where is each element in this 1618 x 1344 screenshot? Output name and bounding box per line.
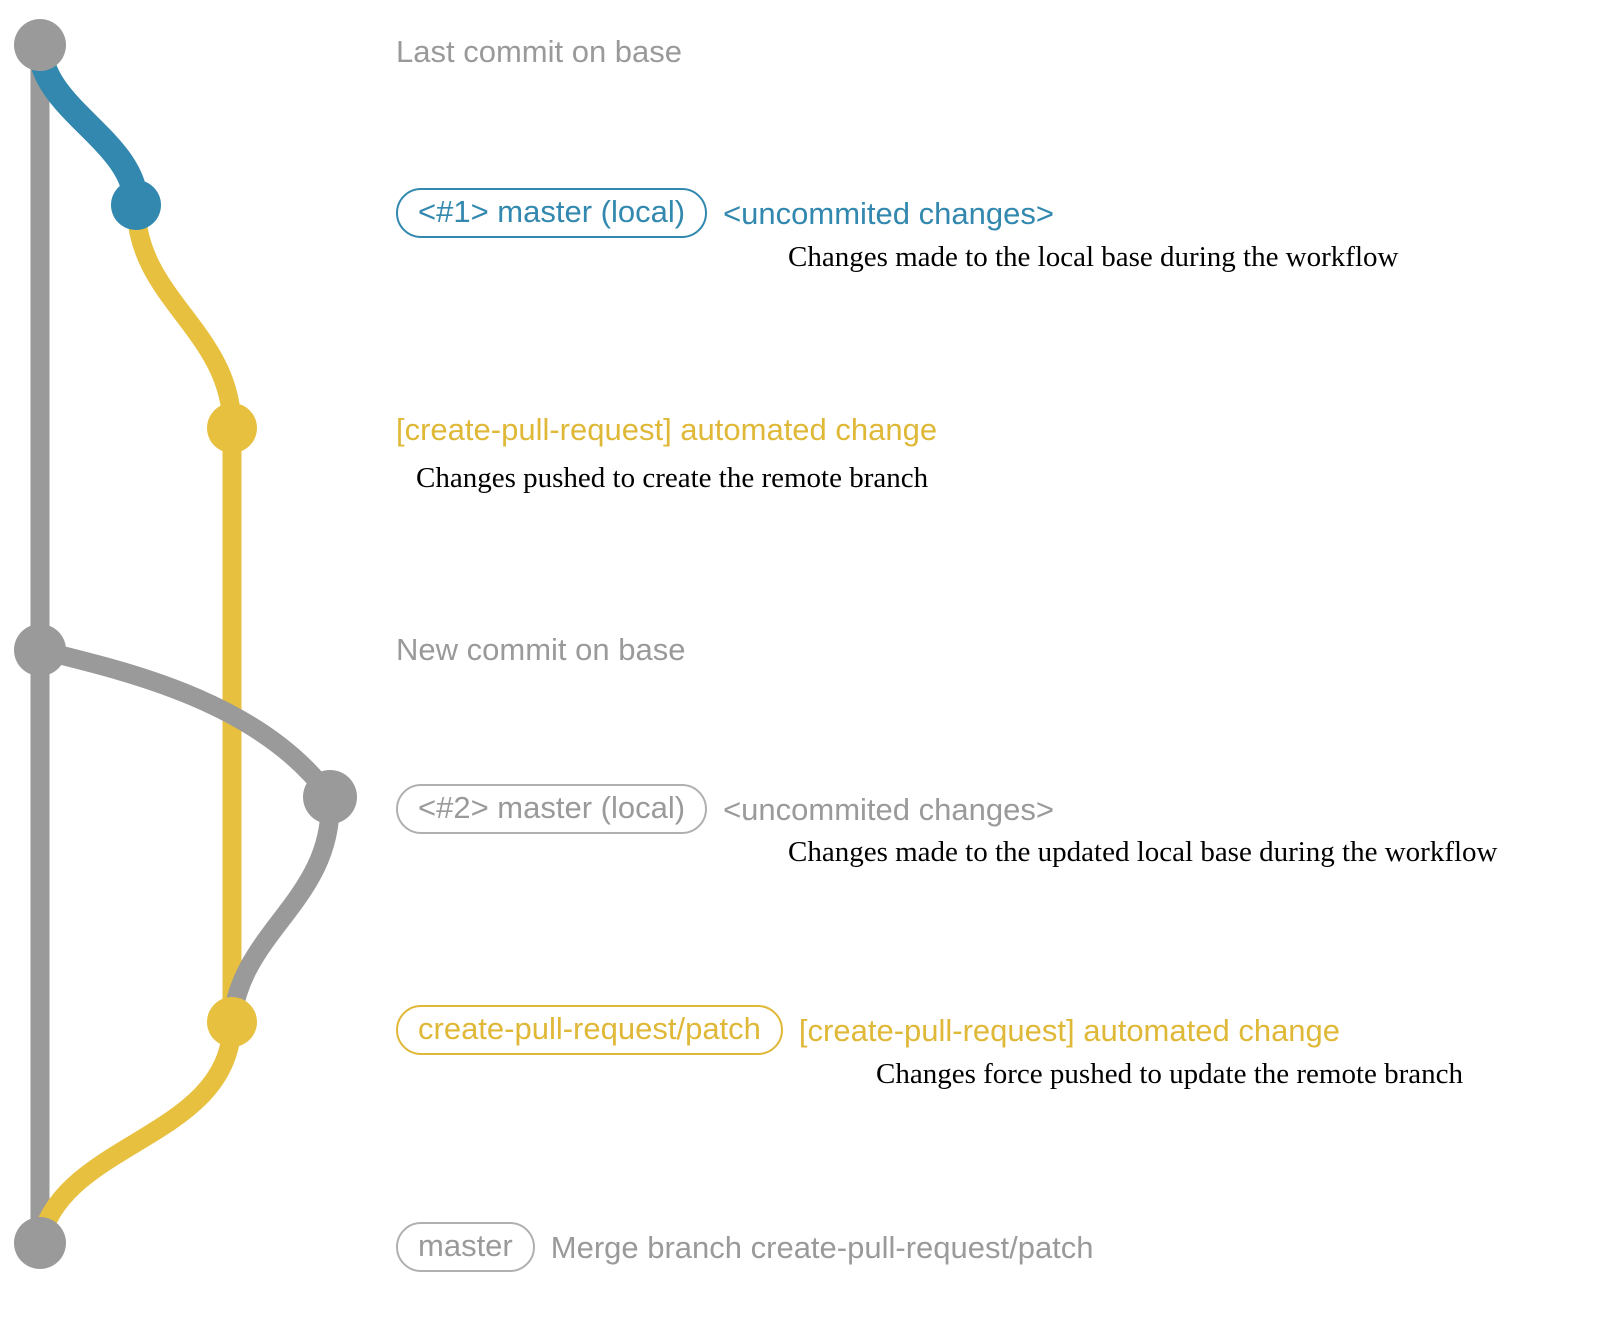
label-new-commit-on-base: New commit on base (396, 632, 686, 667)
commit-node-merge-master[interactable] (14, 1217, 66, 1269)
commit-message-merge-master: Merge branch create-pull-request/patch (550, 1229, 1094, 1265)
badge-local-master-2[interactable]: <#2> master (local) (396, 784, 708, 834)
row-local-master-2: <#2> master (local) <uncommited changes> (396, 784, 1054, 834)
commit-node-local-1[interactable] (111, 180, 161, 230)
commit-node-patch-created[interactable] (207, 403, 257, 453)
commit-message-local-master-2: <uncommited changes> (723, 791, 1054, 827)
description-patch-updated: Changes force pushed to update the remot… (876, 1058, 1464, 1090)
badge-local-master-1[interactable]: <#1> master (local) (396, 188, 708, 238)
description-patch-created: Changes pushed to create the remote bran… (416, 462, 929, 494)
edge-patchupdated-to-merge (30, 1012, 242, 1253)
commit-node-local-2[interactable] (303, 770, 357, 824)
row-patch-updated: create-pull-request/patch [create-pull-r… (396, 1005, 1340, 1055)
badge-create-pull-request-patch[interactable]: create-pull-request/patch (396, 1005, 783, 1055)
edge-local2-to-patchupdated (222, 787, 340, 1032)
label-patch-created-message: [create-pull-request] automated change (396, 412, 938, 447)
row-merge-master: master Merge branch create-pull-request/… (396, 1222, 1094, 1272)
description-local-master-2: Changes made to the updated local base d… (788, 836, 1498, 868)
commit-node-base-new[interactable] (14, 624, 66, 676)
commit-node-base-last[interactable] (14, 19, 66, 71)
edge-basenew-to-local2 (30, 640, 340, 807)
row-local-master-1: <#1> master (local) <uncommited changes> (396, 188, 1054, 238)
label-last-commit-on-base: Last commit on base (396, 34, 683, 69)
badge-master[interactable]: master (396, 1222, 535, 1272)
description-local-master-1: Changes made to the local base during th… (788, 241, 1399, 273)
commit-message-local-master-1: <uncommited changes> (723, 195, 1054, 231)
commit-message-patch-updated: [create-pull-request] automated change (798, 1012, 1341, 1048)
commit-node-patch-updated[interactable] (207, 997, 257, 1047)
